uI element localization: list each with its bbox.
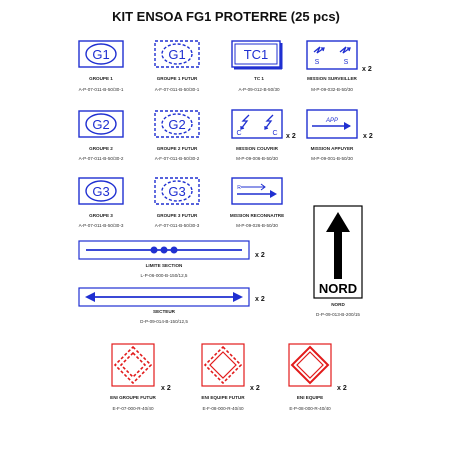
limite-section-multiplier: x 2 [255, 252, 265, 259]
eni-equipe-label: ENI EQUIPE [296, 395, 324, 400]
eni-groupe-futur-label: ENI GROUPE FUTUR [110, 395, 156, 400]
groupe-1-glyph: G1 [92, 47, 109, 62]
secteur-ref: D-P-09-014-B-150/12,5 [140, 319, 188, 324]
eni-equipe-futur-symbol [201, 343, 245, 387]
groupe-3-futur-glyph: G3 [168, 184, 185, 199]
secteur-multiplier: x 2 [255, 296, 265, 303]
appuyer-glyph: APP [325, 118, 338, 124]
nord-ref: D-P-09-013-B-200/15 [316, 312, 360, 317]
mission-appuyer-multiplier: x 2 [363, 133, 373, 140]
groupe-1-futur-label: GROUPE 1 FUTUR [156, 76, 198, 81]
mission-reconnaitre-label: MISSION RECONNAITRE [229, 213, 285, 218]
secteur-label: SECTEUR [153, 309, 175, 314]
groupe-1-label: GROUPE 1 [89, 76, 113, 81]
mission-reconnaitre-ref: M-P-09-026-B-50/30 [236, 223, 278, 228]
tc-1-label: TC 1 [254, 76, 264, 81]
eni-equipe-symbol [288, 343, 332, 387]
groupe-1-futur-ref: A-F-07-011-B-50/30-1 [154, 87, 200, 92]
groupe-1-futur-symbol: G1 [154, 40, 200, 68]
eni-equipe-futur-label: ENI EQUIPE FUTUR [201, 395, 245, 400]
groupe-2-ref: A-P-07-011-B-50/30-2 [78, 156, 124, 161]
surveiller-glyph-right: S [344, 59, 349, 66]
groupe-2-futur-ref: A-F-07-011-B-50/30-2 [154, 156, 200, 161]
eni-groupe-futur-ref: E-F-07-000-R-40/40 [112, 406, 154, 411]
mission-couvrir-multiplier: x 2 [286, 133, 296, 140]
groupe-1-futur-glyph: G1 [168, 47, 185, 62]
mission-couvrir-label: MISSION COUVRIR [236, 146, 278, 151]
nord-glyph: NORD [319, 281, 357, 296]
nord-label: NORD [331, 302, 345, 307]
couvrir-glyph-left: C [236, 130, 241, 137]
groupe-2-glyph: G2 [92, 117, 109, 132]
surveiller-glyph-left: S [315, 59, 320, 66]
groupe-2-symbol: G2 [78, 110, 124, 138]
groupe-3-futur-label: GROUPE 3 FUTUR [156, 213, 198, 218]
nord-symbol: NORD [313, 205, 363, 299]
limite-section-label: LIMITE SECTION [145, 263, 183, 268]
groupe-3-symbol: G3 [78, 177, 124, 205]
groupe-3-futur-symbol: G3 [154, 177, 200, 205]
groupe-3-label: GROUPE 3 [89, 213, 113, 218]
couvrir-glyph-right: C [272, 130, 277, 137]
eni-groupe-futur-symbol [111, 343, 155, 387]
mission-surveiller-label: MISSION SURVEILLER [307, 76, 357, 81]
mission-surveiller-ref: M-P-09-032-B-50/30 [311, 87, 353, 92]
mission-appuyer-symbol: APP [306, 109, 358, 139]
groupe-2-futur-glyph: G2 [168, 117, 185, 132]
tc-1-glyph: TC1 [244, 47, 269, 62]
mission-reconnaitre-symbol: R [231, 177, 283, 205]
eni-equipe-ref: E-P-08-000-R-40/40 [289, 406, 331, 411]
page-title: KIT ENSOA FG1 PROTERRE (25 pcs) [112, 9, 340, 24]
mission-surveiller-multiplier: x 2 [362, 66, 372, 73]
tc-1-symbol: TC1 [231, 40, 283, 70]
reconnaitre-glyph: R [237, 185, 241, 191]
tc-1-ref: A-P-09-012-B-50/30 [238, 87, 280, 92]
mission-couvrir-ref: M-P-09-006-B-50/30 [236, 156, 278, 161]
groupe-3-ref: A-P-07-011-B-50/30-3 [78, 223, 124, 228]
groupe-1-ref: A-P-07-011-B-50/30-1 [78, 87, 124, 92]
mission-appuyer-label: MISSION APPUYER [310, 146, 354, 151]
groupe-3-futur-ref: A-F-07-011-B-50/30-3 [154, 223, 200, 228]
eni-equipe-futur-ref: E-F-08-000-R-40/40 [202, 406, 244, 411]
limite-section-symbol [78, 240, 250, 260]
mission-appuyer-ref: M-P-09-001-B-50/30 [311, 156, 353, 161]
groupe-2-label: GROUPE 2 [89, 146, 113, 151]
eni-equipe-multiplier: x 2 [337, 385, 347, 392]
groupe-3-glyph: G3 [92, 184, 109, 199]
groupe-2-futur-label: GROUPE 2 FUTUR [156, 146, 198, 151]
eni-groupe-futur-multiplier: x 2 [161, 385, 171, 392]
secteur-symbol [78, 287, 250, 307]
eni-equipe-futur-multiplier: x 2 [250, 385, 260, 392]
groupe-1-symbol: G1 [78, 40, 124, 68]
groupe-2-futur-symbol: G2 [154, 110, 200, 138]
mission-couvrir-symbol: C C [231, 109, 283, 139]
mission-surveiller-symbol: S S [306, 40, 358, 70]
limite-section-ref: L-P-06-000-B-150/12,5 [140, 273, 188, 278]
